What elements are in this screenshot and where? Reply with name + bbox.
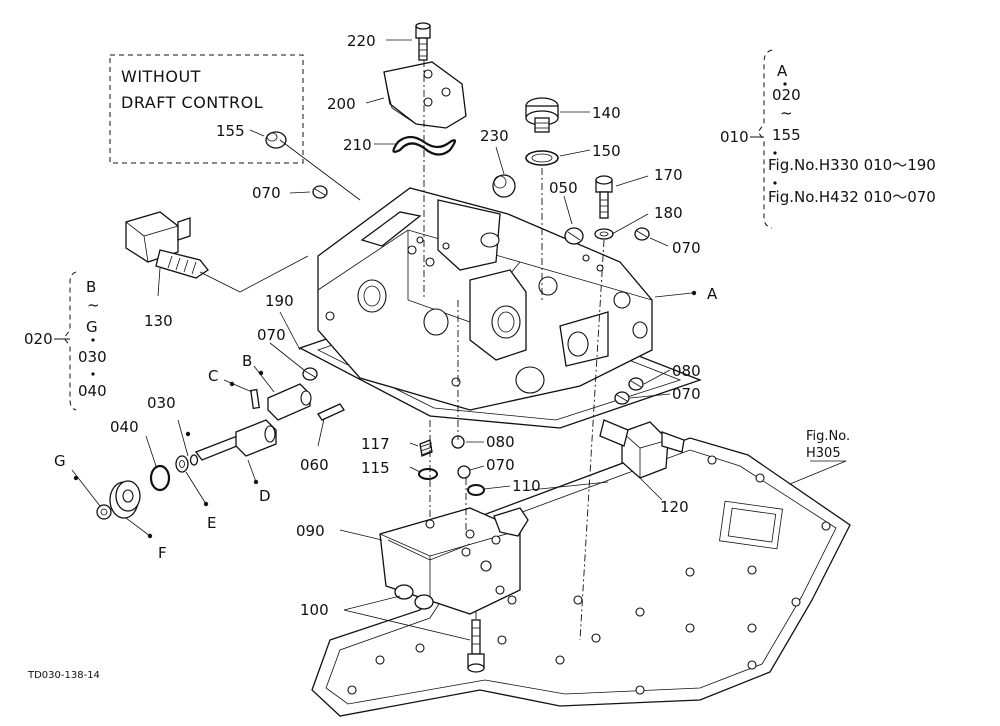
plug-070-center — [457, 465, 471, 479]
label-070-top-right: 070 — [672, 239, 701, 257]
bolt-100 — [467, 619, 485, 673]
label-090: 090 — [296, 522, 325, 540]
label-050: 050 — [549, 179, 578, 197]
label-230: 230 — [480, 127, 509, 145]
part-G-nut — [96, 504, 112, 520]
label-110: 110 — [512, 477, 541, 495]
fitting-130 — [125, 211, 209, 279]
label-200: 200 — [327, 95, 356, 113]
plug-070-right — [614, 391, 630, 405]
legend-right-mid2: 155 — [772, 126, 801, 144]
part-060-pin — [317, 403, 345, 421]
legend-left-p2: 040 — [78, 382, 107, 400]
washer-180 — [594, 228, 614, 240]
fitting-120 — [599, 419, 685, 479]
part-F-nut — [109, 480, 141, 519]
label-C: C — [208, 367, 218, 385]
plug-140 — [525, 97, 559, 133]
label-100: 100 — [300, 601, 329, 619]
legend-left-top: B — [86, 278, 96, 296]
plug-070-top-left — [312, 185, 328, 199]
label-070-right: 070 — [672, 385, 701, 403]
part-B-collar — [267, 383, 312, 421]
valve-090 — [379, 507, 529, 615]
label-070-center: 070 — [486, 456, 515, 474]
label-030: 030 — [147, 394, 176, 412]
leader-dots — [73, 290, 697, 539]
part-C-pin — [250, 388, 260, 410]
label-220: 220 — [347, 32, 376, 50]
plug-050 — [564, 227, 584, 245]
label-170: 170 — [654, 166, 683, 184]
plug-155 — [265, 131, 287, 149]
legend-left-mid: G — [86, 318, 98, 336]
legend-right-ref1: Fig.No.H330 010～190 — [768, 156, 936, 174]
without-draft-control-inset: WITHOUT DRAFT CONTROL 155 — [109, 54, 304, 164]
legend-right-group: 010 — [720, 128, 749, 146]
label-080-right: 080 — [672, 362, 701, 380]
label-080-center: 080 — [486, 433, 515, 451]
inset-line-1: WITHOUT — [121, 67, 201, 86]
o-ring-110 — [467, 484, 485, 496]
spring-117 — [419, 439, 433, 457]
label-040: 040 — [110, 418, 139, 436]
label-180: 180 — [654, 204, 683, 222]
part-labels: 220 200 210 230 140 150 170 180 070 070 … — [54, 32, 718, 619]
figref-line-2: H305 — [806, 446, 841, 461]
label-B: B — [242, 352, 252, 370]
bolt-170 — [595, 175, 613, 219]
legend-left-p1: 030 — [78, 348, 107, 366]
legend-left-group: 020 — [24, 330, 53, 348]
legend-right-ref2: Fig.No.H432 010～070 — [768, 188, 936, 206]
legend-right-top: A — [777, 62, 788, 80]
legend-left-tilde: ~ — [87, 296, 100, 314]
label-140: 140 — [592, 104, 621, 122]
footer-code: TD030-138-14 — [27, 670, 100, 681]
label-210: 210 — [343, 136, 372, 154]
bolt-220 — [415, 22, 431, 61]
inset-line-2: DRAFT CONTROL — [121, 93, 263, 112]
label-117: 117 — [361, 435, 390, 453]
label-120: 120 — [660, 498, 689, 516]
label-F: F — [158, 544, 167, 562]
inset-part-155-label: 155 — [216, 122, 245, 140]
left-legend: B ~ G 020 030 040 — [24, 271, 107, 411]
seal-150 — [525, 150, 559, 166]
base-plate — [311, 437, 851, 717]
figref-line-1: Fig.No. — [806, 429, 850, 444]
label-150: 150 — [592, 142, 621, 160]
plug-070-top-right — [634, 227, 650, 241]
label-E: E — [207, 514, 216, 532]
part-030-ring — [189, 454, 199, 466]
cover-200 — [383, 61, 467, 129]
plug-070-left — [302, 367, 318, 381]
label-G: G — [54, 452, 66, 470]
o-ring-115 — [418, 468, 438, 480]
part-040-oring — [149, 464, 171, 492]
main-valve-body — [317, 187, 653, 411]
label-D: D — [259, 487, 271, 505]
part-D-shaft — [194, 419, 277, 461]
label-130: 130 — [144, 312, 173, 330]
plug-230 — [492, 174, 516, 198]
label-070-top-left: 070 — [252, 184, 281, 202]
label-190: 190 — [265, 292, 294, 310]
right-legend: A 020 ~ 155 010 Fig.No.H330 010～190 Fig.… — [720, 49, 936, 229]
legend-right-tilde: ~ — [780, 104, 793, 122]
label-060: 060 — [300, 456, 329, 474]
part-E-washer — [175, 455, 189, 473]
legend-right-mid1: 020 — [772, 86, 801, 104]
plug-080-right — [628, 377, 644, 391]
label-A: A — [707, 285, 718, 303]
label-070-left: 070 — [257, 326, 286, 344]
label-115: 115 — [361, 459, 390, 477]
